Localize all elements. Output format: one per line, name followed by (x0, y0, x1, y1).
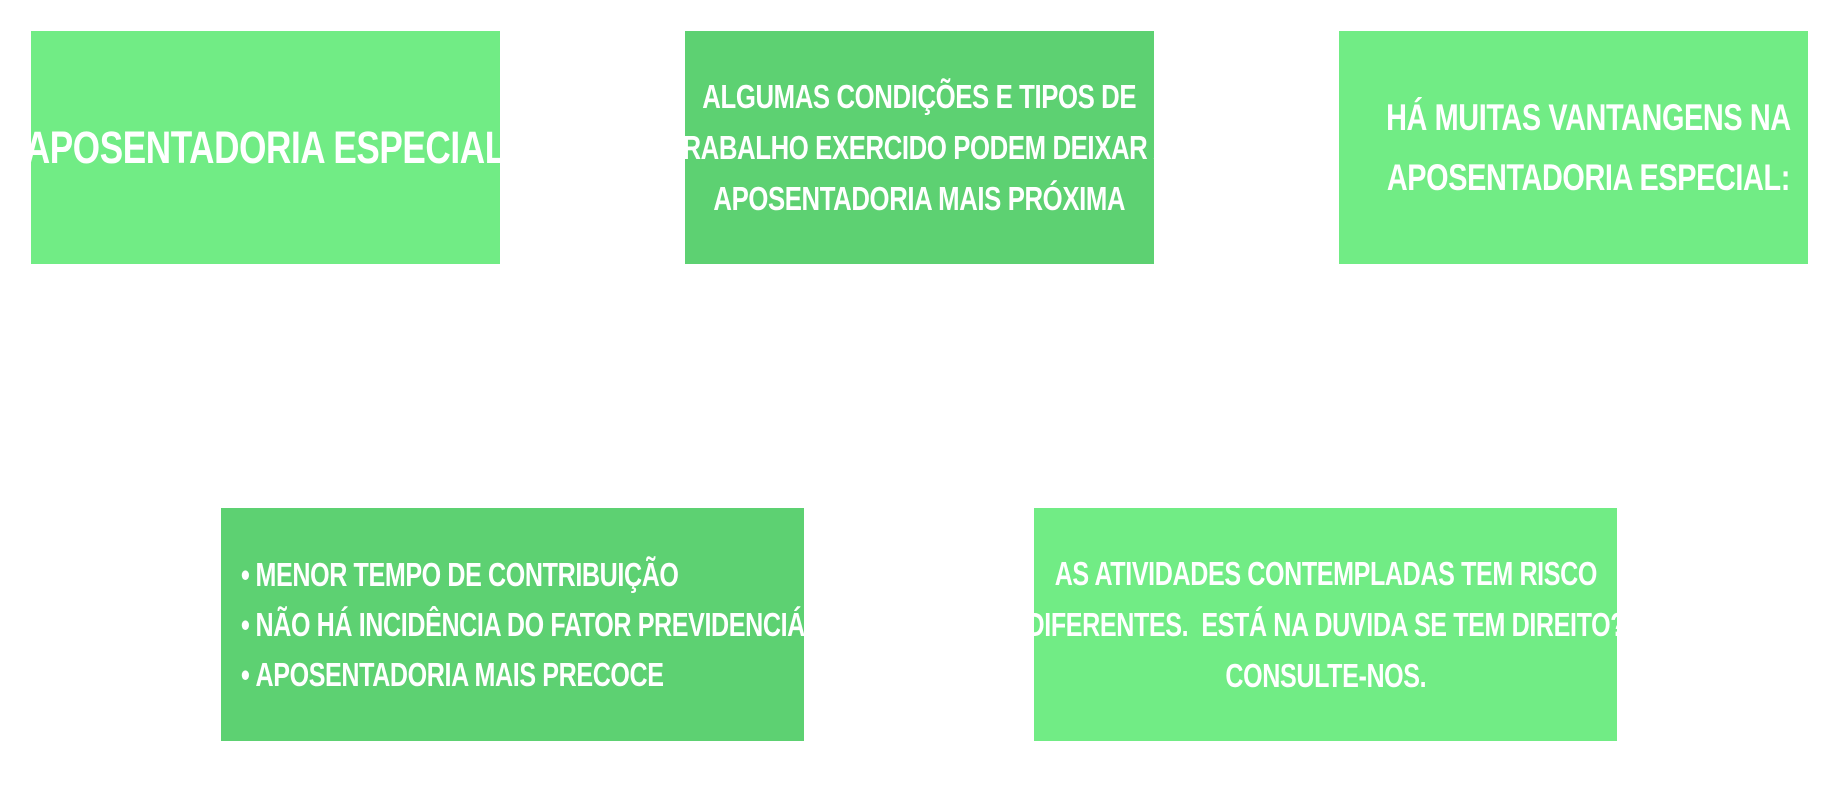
title-card-line: APOSENTADORIA ESPECIAL (31, 121, 500, 173)
conditions-card-line: ALGUMAS CONDIÇÕES E TIPOS DE (702, 78, 1137, 115)
advantages-list-item: MENOR TEMPO DE CONTRIBUIÇÃO (241, 550, 804, 600)
contact-card-line: AS ATIVIDADES CONTEMPLADAS TEM RISCO (1054, 555, 1597, 592)
advantages-intro-line: HÁ MUITAS VANTANGENS NA (1386, 96, 1791, 138)
advantages-list-item: APOSENTADORIA MAIS PRECOCE (241, 650, 804, 700)
contact-card-line: CONSULTE-NOS. (1225, 657, 1426, 694)
advantages-list: MENOR TEMPO DE CONTRIBUIÇÃO NÃO HÁ INCID… (241, 550, 804, 700)
advantages-list-card: MENOR TEMPO DE CONTRIBUIÇÃO NÃO HÁ INCID… (221, 508, 804, 741)
title-card: APOSENTADORIA ESPECIAL (31, 31, 500, 264)
conditions-card-line: TRABALHO EXERCIDO PODEM DEIXAR A (685, 129, 1154, 166)
contact-card-line: DIFERENTES. ESTÁ NA DUVIDA SE TEM DIREIT… (1034, 606, 1617, 643)
conditions-card: ALGUMAS CONDIÇÕES E TIPOS DE TRABALHO EX… (685, 31, 1154, 264)
conditions-card-line: APOSENTADORIA MAIS PRÓXIMA (713, 180, 1126, 217)
advantages-intro-card: HÁ MUITAS VANTANGENS NA APOSENTADORIA ES… (1339, 31, 1808, 264)
contact-card: AS ATIVIDADES CONTEMPLADAS TEM RISCO DIF… (1034, 508, 1617, 741)
advantages-list-item: NÃO HÁ INCIDÊNCIA DO FATOR PREVIDENCIÁRI… (241, 600, 804, 650)
advantages-intro-line: APOSENTADORIA ESPECIAL: (1386, 156, 1791, 198)
